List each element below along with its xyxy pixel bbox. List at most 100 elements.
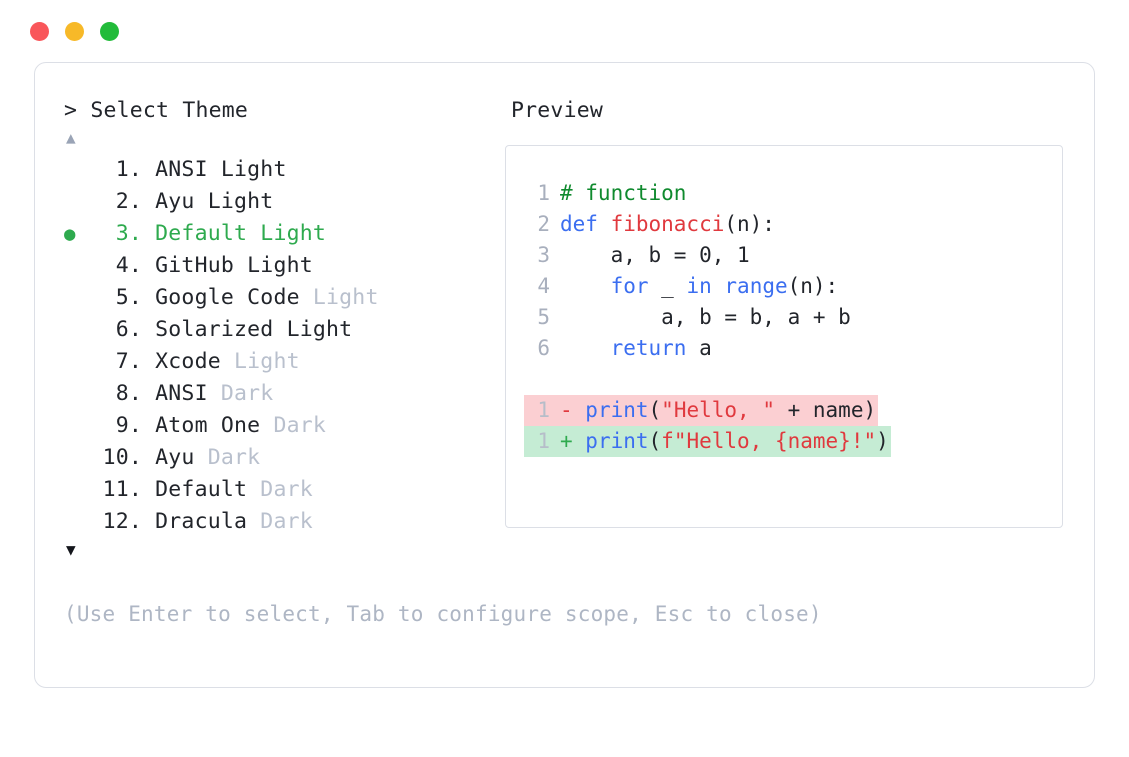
theme-item-name: Ayu bbox=[142, 189, 208, 214]
theme-item-index: 8. bbox=[115, 381, 142, 406]
code-line: 1 # function bbox=[524, 178, 1062, 209]
prompt-caret-icon: > bbox=[64, 98, 78, 123]
theme-list-item[interactable]: 8. ANSI Dark bbox=[64, 378, 505, 410]
code-line: 6 return a bbox=[524, 333, 1062, 364]
theme-item-variant: Light bbox=[286, 317, 353, 342]
line-number: 6 bbox=[537, 336, 550, 360]
window-titlebar bbox=[0, 0, 1129, 62]
diff-line-text: + print(f"Hello, {name}!") bbox=[560, 426, 891, 457]
code-token: in bbox=[686, 274, 712, 298]
theme-item-index: 9. bbox=[115, 413, 142, 438]
theme-item-variant: Light bbox=[260, 221, 327, 246]
maximize-window-button[interactable] bbox=[100, 21, 119, 41]
theme-list-item[interactable]: 7. Xcode Light bbox=[64, 346, 505, 378]
code-line: 5 a, b = b, a + b bbox=[524, 302, 1062, 333]
theme-item-name: ANSI bbox=[142, 381, 221, 406]
theme-list-item[interactable]: 9. Atom One Dark bbox=[64, 410, 505, 442]
code-line-text: return a bbox=[560, 333, 712, 364]
theme-item-variant: Dark bbox=[207, 445, 261, 470]
code-token: return bbox=[610, 336, 687, 360]
code-token: a, b = 0, 1 bbox=[560, 243, 750, 267]
theme-item-name: Dracula bbox=[142, 509, 261, 534]
code-token: ( bbox=[648, 398, 662, 422]
line-number: 3 bbox=[537, 243, 550, 267]
code-line-text: # function bbox=[560, 178, 686, 209]
theme-list-item[interactable]: 11. Default Dark bbox=[64, 474, 505, 506]
theme-list-item[interactable]: 1. ANSI Light bbox=[64, 154, 505, 186]
code-token: ) bbox=[876, 429, 889, 453]
theme-list-item[interactable]: 12. Dracula Dark bbox=[64, 506, 505, 538]
code-token: (n): bbox=[787, 274, 839, 298]
theme-item-index: 5. bbox=[115, 285, 142, 310]
minimize-window-button[interactable] bbox=[65, 21, 84, 41]
code-line-text: def fibonacci(n): bbox=[560, 209, 775, 240]
theme-list-item[interactable]: 5. Google Code Light bbox=[64, 282, 505, 314]
theme-item-index: 11. bbox=[102, 477, 142, 502]
theme-item-name: GitHub bbox=[142, 253, 248, 278]
code-token bbox=[560, 336, 611, 360]
code-token: fibonacci bbox=[610, 212, 725, 236]
theme-item-name: Google Code bbox=[142, 285, 313, 310]
keyboard-hint: (Use Enter to select, Tab to configure s… bbox=[64, 602, 822, 626]
theme-item-index: 2. bbox=[115, 189, 142, 214]
theme-item-variant: Dark bbox=[260, 509, 313, 534]
code-token: a bbox=[686, 336, 712, 360]
theme-item-variant: Light bbox=[220, 157, 287, 182]
theme-list-item[interactable]: ●3. Default Light bbox=[64, 218, 505, 250]
theme-item-variant: Dark bbox=[273, 413, 327, 438]
diff-block: 1- print("Hello, " + name)1+ print(f"Hel… bbox=[524, 395, 1062, 457]
close-window-button[interactable] bbox=[30, 21, 49, 41]
diff-line-del: 1- print("Hello, " + name) bbox=[524, 395, 1062, 426]
diff-marker: + bbox=[560, 429, 586, 453]
theme-list-item[interactable]: 10. Ayu Dark bbox=[64, 442, 505, 474]
theme-item-index: 7. bbox=[115, 349, 142, 374]
code-token: print bbox=[585, 429, 649, 453]
code-token: "Hello, " bbox=[661, 398, 775, 422]
scroll-down-icon[interactable]: ▼ bbox=[66, 540, 76, 559]
code-token bbox=[560, 274, 611, 298]
code-token: (n): bbox=[724, 212, 775, 236]
theme-list-item[interactable]: 2. Ayu Light bbox=[64, 186, 505, 218]
code-line-text: a, b = b, a + b bbox=[560, 302, 851, 333]
theme-item-variant: Light bbox=[234, 349, 300, 374]
theme-item-name: Xcode bbox=[142, 349, 235, 374]
code-token: print bbox=[585, 398, 649, 422]
code-token: range bbox=[724, 274, 788, 298]
theme-item-index: 4. bbox=[115, 253, 142, 278]
diff-line-text: - print("Hello, " + name) bbox=[560, 395, 879, 426]
code-token: ( bbox=[648, 429, 662, 453]
theme-item-variant: Light bbox=[312, 285, 379, 310]
scroll-up-icon[interactable]: ▲ bbox=[66, 128, 76, 147]
code-token bbox=[712, 274, 725, 298]
code-line: 4 for _ in range(n): bbox=[524, 271, 1062, 302]
theme-item-name: Solarized bbox=[142, 317, 287, 342]
theme-item-variant: Light bbox=[207, 189, 274, 214]
code-token: a, b = b, a + b bbox=[560, 305, 851, 329]
theme-item-name: ANSI bbox=[142, 157, 221, 182]
theme-list-item[interactable]: 6. Solarized Light bbox=[64, 314, 505, 346]
diff-line-number: 1 bbox=[524, 395, 560, 426]
select-theme-header: > Select Theme bbox=[64, 96, 505, 126]
theme-item-name: Atom One bbox=[142, 413, 274, 438]
code-token: + name) bbox=[774, 398, 877, 422]
theme-item-index: 3. bbox=[115, 221, 142, 246]
theme-item-variant: Dark bbox=[220, 381, 274, 406]
selected-bullet-icon: ● bbox=[64, 223, 76, 245]
theme-item-name: Default bbox=[142, 477, 261, 502]
theme-list-item[interactable]: 4. GitHub Light bbox=[64, 250, 505, 282]
select-theme-title: Select Theme bbox=[90, 98, 249, 123]
theme-item-variant: Dark bbox=[260, 477, 313, 502]
line-number: 1 bbox=[537, 181, 550, 205]
code-spacer bbox=[524, 364, 1062, 395]
code-line-text: a, b = 0, 1 bbox=[560, 240, 750, 271]
diff-line-number: 1 bbox=[524, 426, 560, 457]
code-line: 3 a, b = 0, 1 bbox=[524, 240, 1062, 271]
